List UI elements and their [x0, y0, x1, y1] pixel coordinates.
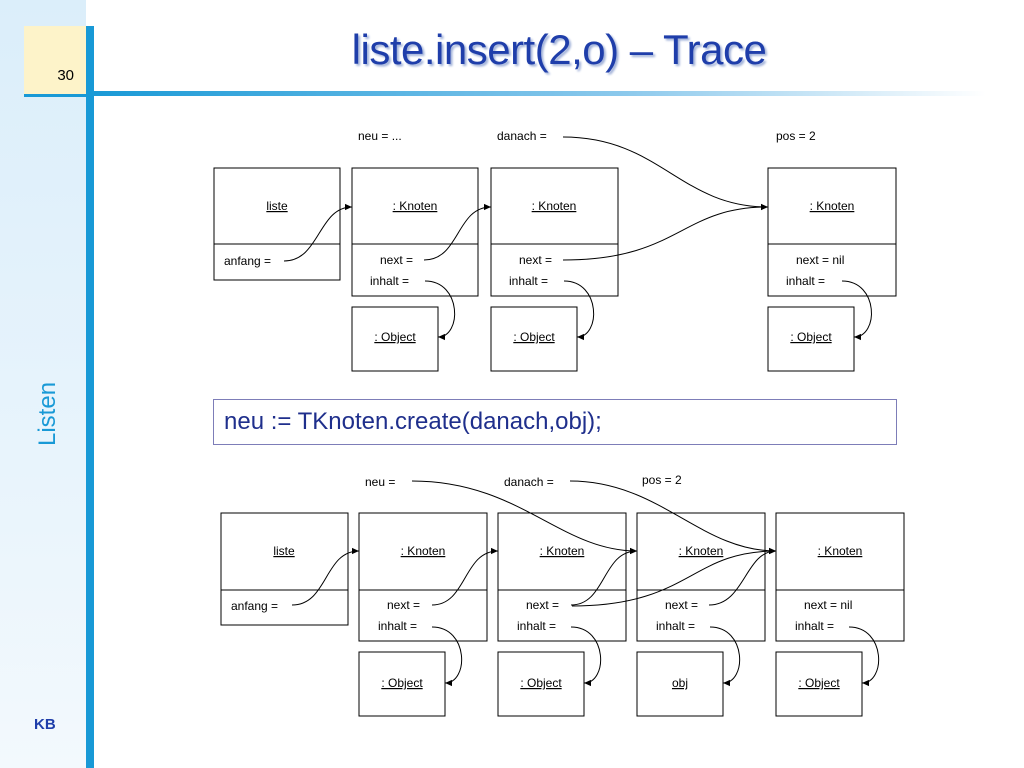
next-label: next = [526, 598, 559, 612]
object-label: : Object [790, 330, 832, 344]
page-number-box: 30 [24, 26, 86, 97]
inhalt-label: inhalt = [517, 619, 556, 633]
next-label: next = [387, 598, 420, 612]
inhalt-reference [848, 626, 880, 687]
knoten-label: : Knoten [393, 199, 438, 213]
next-label: next = nil [796, 253, 844, 267]
knoten-object: : Knoten next = inhalt = [490, 167, 619, 297]
inhalt-reference [841, 280, 872, 341]
liste-object: liste anfang = [220, 512, 349, 626]
knoten-label: : Knoten [818, 544, 863, 558]
inhalt-label: inhalt = [656, 619, 695, 633]
next-reference [562, 203, 769, 261]
danach-reference [569, 480, 777, 555]
object-instance: : Object [497, 651, 585, 717]
knoten-label: : Knoten [810, 199, 855, 213]
object-label: : Object [513, 330, 555, 344]
inhalt-reference [431, 626, 463, 687]
title-underline [86, 91, 986, 96]
knoten-object: : Knoten next = inhalt = [497, 512, 627, 642]
inhalt-label: inhalt = [795, 619, 834, 633]
code-statement-box: neu := TKnoten.create(danach,obj); [213, 399, 897, 445]
var-danach-label: danach = [497, 129, 547, 143]
next-reference [423, 203, 492, 261]
knoten-object: : Knoten next = inhalt = [636, 512, 766, 642]
object-instance: : Object [767, 306, 855, 372]
next-reference [431, 547, 499, 606]
inhalt-reference [424, 280, 456, 341]
object-instance: : Object [351, 306, 439, 372]
object-label: : Object [520, 676, 562, 690]
liste-object: liste anfang = [213, 167, 341, 281]
inhalt-label: inhalt = [786, 274, 825, 288]
knoten-object: : Knoten next = inhalt = [351, 167, 479, 297]
knoten-object: : Knoten next = nil inhalt = [775, 512, 905, 642]
object-instance: obj [636, 651, 724, 717]
object-label: obj [672, 676, 688, 690]
anfang-reference [283, 203, 353, 262]
next-reference [571, 547, 777, 607]
inhalt-label: inhalt = [370, 274, 409, 288]
object-label: : Object [381, 676, 423, 690]
var-pos-label: pos = 2 [642, 473, 682, 487]
next-reference [570, 547, 638, 606]
var-neu-label: neu = ... [358, 129, 402, 143]
anfang-reference [291, 547, 360, 606]
object-label: : Object [798, 676, 840, 690]
next-label: next = [380, 253, 413, 267]
bottom-diagram: neu = danach = pos = 2 liste anfang = : … [220, 473, 905, 717]
knoten-label: : Knoten [540, 544, 585, 558]
slide-title: liste.insert(2,o) – Trace [351, 26, 767, 73]
danach-reference [562, 136, 769, 211]
next-label: next = nil [804, 598, 852, 612]
inhalt-label: inhalt = [509, 274, 548, 288]
inhalt-reference [709, 626, 741, 687]
footer-initials: KB [34, 716, 56, 733]
knoten-object: : Knoten next = inhalt = [358, 512, 488, 642]
page-number: 30 [57, 67, 74, 84]
object-instance: : Object [775, 651, 863, 717]
object-instance: : Object [358, 651, 446, 717]
inhalt-reference [563, 280, 595, 341]
sidebar [0, 0, 86, 768]
inhalt-label: inhalt = [378, 619, 417, 633]
top-diagram: neu = ... danach = pos = 2 liste anfang … [213, 129, 897, 372]
vertical-accent-bar [86, 26, 94, 768]
next-label: next = [519, 253, 552, 267]
var-danach-label: danach = [504, 475, 554, 489]
knoten-label: : Knoten [532, 199, 577, 213]
object-label: : Object [374, 330, 416, 344]
next-reference [708, 547, 777, 606]
liste-label: liste [266, 199, 288, 213]
object-instance: : Object [490, 306, 578, 372]
code-statement: neu := TKnoten.create(danach,obj); [224, 408, 602, 435]
liste-label: liste [273, 544, 295, 558]
var-pos-label: pos = 2 [776, 129, 816, 143]
anfang-label: anfang = [231, 599, 278, 613]
inhalt-reference [570, 626, 602, 687]
neu-reference [411, 480, 638, 555]
knoten-label: : Knoten [401, 544, 446, 558]
var-neu-label: neu = [365, 475, 395, 489]
knoten-object: : Knoten next = nil inhalt = [767, 167, 897, 297]
next-label: next = [665, 598, 698, 612]
anfang-label: anfang = [224, 254, 271, 268]
knoten-label: : Knoten [679, 544, 724, 558]
